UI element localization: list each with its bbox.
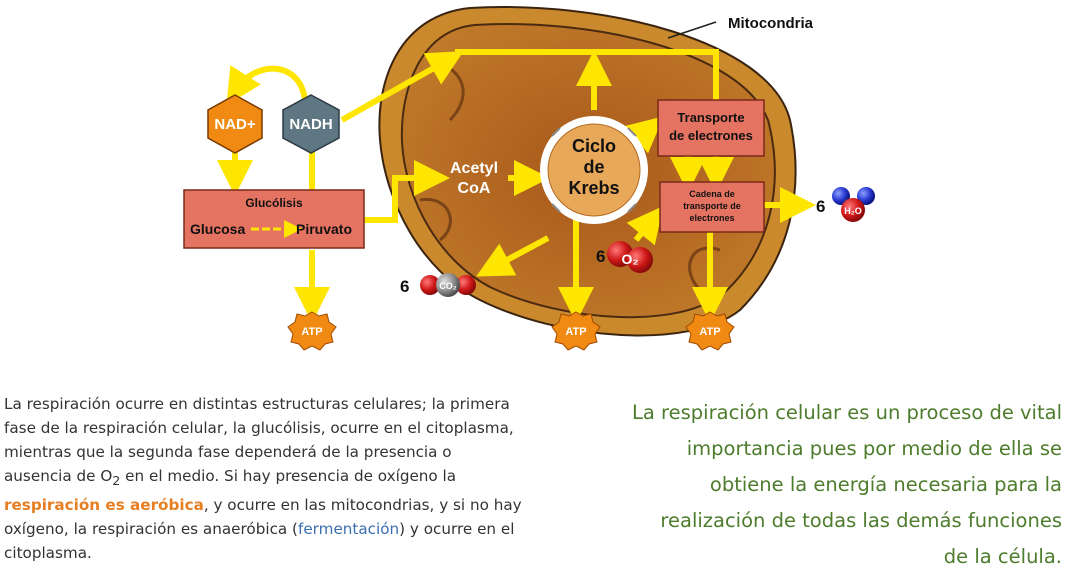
krebs-cycle: Ciclo de Krebs: [540, 116, 648, 224]
nadh-label: NADH: [289, 116, 332, 133]
o2-subscript: 2: [112, 473, 121, 489]
paragraph-text-part2: en el medio. Si hay presencia de oxígeno…: [120, 467, 457, 485]
aerobic-respiration-highlight: respiración es aeróbica: [4, 496, 204, 515]
electron-transport-chain-box: Cadena de transporte de electrones: [659, 181, 765, 233]
acetyl-label-line1: Acetyl: [450, 160, 498, 177]
chain-label-line1: Cadena de: [689, 189, 735, 199]
atp-burst-2: ATP: [551, 311, 601, 351]
paragraph-text-part1: La respiración ocurre en distintas estru…: [4, 395, 514, 485]
nadh-hexagon: NADH: [282, 94, 340, 154]
co2-count: 6: [400, 277, 409, 296]
glucose-label: Glucosa: [190, 221, 245, 237]
chain-label-line2: transporte de: [683, 201, 741, 211]
acetyl-coa: Acetyl CoA: [450, 160, 498, 197]
atp-label-3: ATP: [699, 326, 720, 338]
carbon-dioxide-molecule: 6 CO₂: [400, 273, 476, 297]
arrow-pyruvate-to-acetyl: [364, 160, 450, 223]
transport-label-line1: Transporte: [677, 110, 744, 125]
mitochondrion-pointer-line: [667, 21, 717, 39]
arrow-krebs-to-transport: [624, 116, 664, 154]
transport-label-line2: de electrones: [669, 128, 753, 143]
paragraph-text-part4: ) y ocurre en el citoplasma.: [4, 520, 515, 563]
oxygen-count: 6: [596, 247, 605, 266]
arrow-nadh-to-nad: [226, 65, 308, 106]
oxygen-molecule: 6 O₂: [596, 241, 653, 273]
water-count: 6: [816, 197, 825, 216]
importance-quote-text: La respiración celular es un proceso de …: [632, 401, 1062, 568]
water-molecule: 6 H₂O: [816, 187, 875, 222]
respiration-explanation-paragraph: La respiración ocurre en distintas estru…: [4, 392, 524, 565]
electron-transport-box: Transporte de electrones: [657, 99, 765, 157]
arrow-nadh-to-membrane: [340, 51, 464, 123]
paragraph-text-part3: , y ocurre en las mitocondrias, y si no …: [4, 496, 522, 539]
oxygen-label: O₂: [621, 251, 638, 267]
water-label: H₂O: [844, 206, 862, 216]
chain-label-line3: electrones: [689, 213, 734, 223]
pyruvate-label: Piruvato: [296, 221, 352, 237]
flow-arrows: [217, 49, 816, 323]
krebs-label-line3: Krebs: [568, 178, 619, 198]
acetyl-label-line2: CoA: [458, 180, 491, 197]
glycolysis-box: Glucólisis Glucosa Piruvato: [183, 189, 365, 249]
arrow-o2-to-chain: [626, 205, 664, 246]
atp-burst-1: ATP: [287, 311, 337, 351]
atp-burst-3: ATP: [685, 311, 735, 351]
krebs-label-line1: Ciclo: [572, 136, 616, 156]
fermentation-link[interactable]: fermentación: [297, 520, 400, 539]
mitochondria-label: Mitocondria: [728, 15, 814, 32]
krebs-cycle-arrows: [551, 127, 637, 213]
nad-plus-hexagon: NAD+: [207, 94, 263, 154]
arrow-top-line: [455, 49, 719, 100]
co2-label: CO₂: [439, 281, 457, 291]
cellular-respiration-diagram: Mitocondria: [183, 6, 875, 351]
arrow-krebs-to-co2: [476, 235, 550, 277]
glycolysis-title: Glucólisis: [245, 196, 303, 210]
krebs-label-line2: de: [583, 157, 604, 177]
atp-label-2: ATP: [565, 326, 586, 338]
atp-label-1: ATP: [301, 326, 322, 338]
nad-plus-label: NAD+: [214, 116, 255, 133]
importance-quote: La respiración celular es un proceso de …: [630, 395, 1062, 575]
